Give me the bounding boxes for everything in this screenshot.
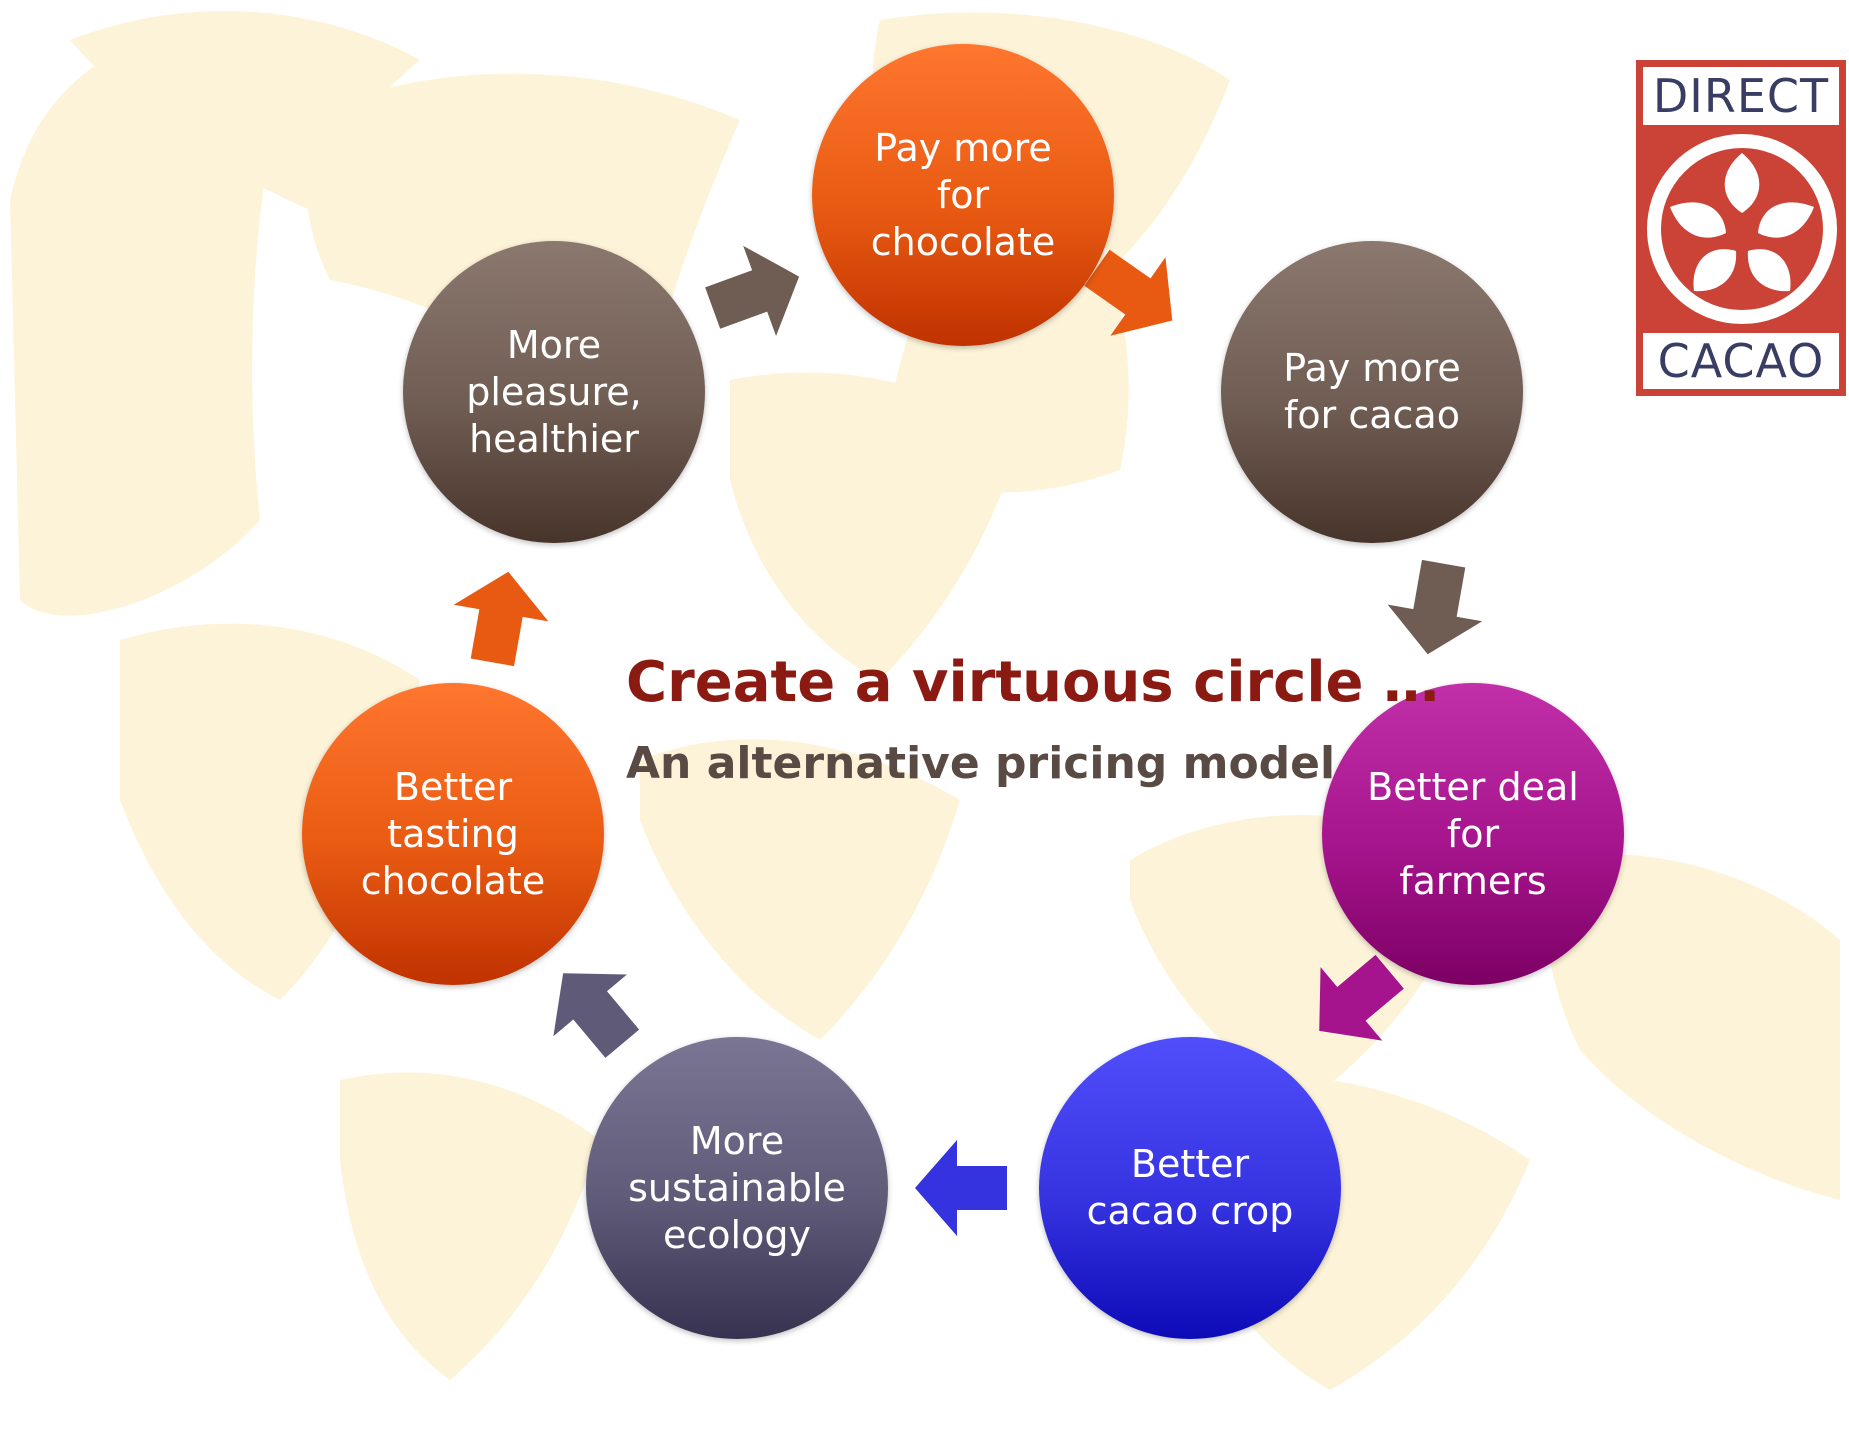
logo-text-direct: DIRECT bbox=[1643, 67, 1839, 125]
cycle-arrow bbox=[1319, 954, 1404, 1041]
node-label: Better tasting chocolate bbox=[360, 764, 546, 903]
node-label: Pay more for cacao bbox=[1283, 346, 1461, 437]
logo-text-cacao: CACAO bbox=[1643, 333, 1839, 389]
node-pay-more-for-chocolate: Pay more for chocolate bbox=[812, 44, 1114, 346]
diagram-title: Create a virtuous circle … bbox=[626, 650, 1440, 715]
node-label: Better deal for farmers bbox=[1367, 764, 1579, 903]
node-label: Better cacao crop bbox=[1086, 1142, 1294, 1233]
node-better-deal-for-farmers: Better deal for farmers bbox=[1322, 683, 1624, 985]
node-label: More sustainable ecology bbox=[628, 1118, 846, 1257]
node-more-sustainable-ecology: More sustainable ecology bbox=[586, 1037, 888, 1339]
cycle-arrow bbox=[1387, 559, 1483, 655]
diagram-subtitle: An alternative pricing model bbox=[626, 738, 1336, 789]
node-better-cacao-crop: Better cacao crop bbox=[1039, 1037, 1341, 1339]
cycle-arrow bbox=[453, 571, 549, 667]
node-label: Pay more for chocolate bbox=[870, 125, 1056, 264]
node-more-pleasure-healthier: More pleasure, healthier bbox=[403, 241, 705, 543]
cycle-arrow bbox=[705, 245, 800, 337]
node-pay-more-for-cacao: Pay more for cacao bbox=[1221, 241, 1523, 543]
cacao-flower-icon bbox=[1647, 134, 1837, 324]
node-label: More pleasure, healthier bbox=[466, 322, 642, 461]
cycle-arrow bbox=[1084, 249, 1173, 336]
cycle-arrow bbox=[553, 973, 640, 1058]
node-better-tasting-chocolate: Better tasting chocolate bbox=[302, 683, 604, 985]
cycle-arrow bbox=[915, 1140, 1007, 1236]
direct-cacao-logo: DIRECT CACAO bbox=[1636, 60, 1846, 396]
